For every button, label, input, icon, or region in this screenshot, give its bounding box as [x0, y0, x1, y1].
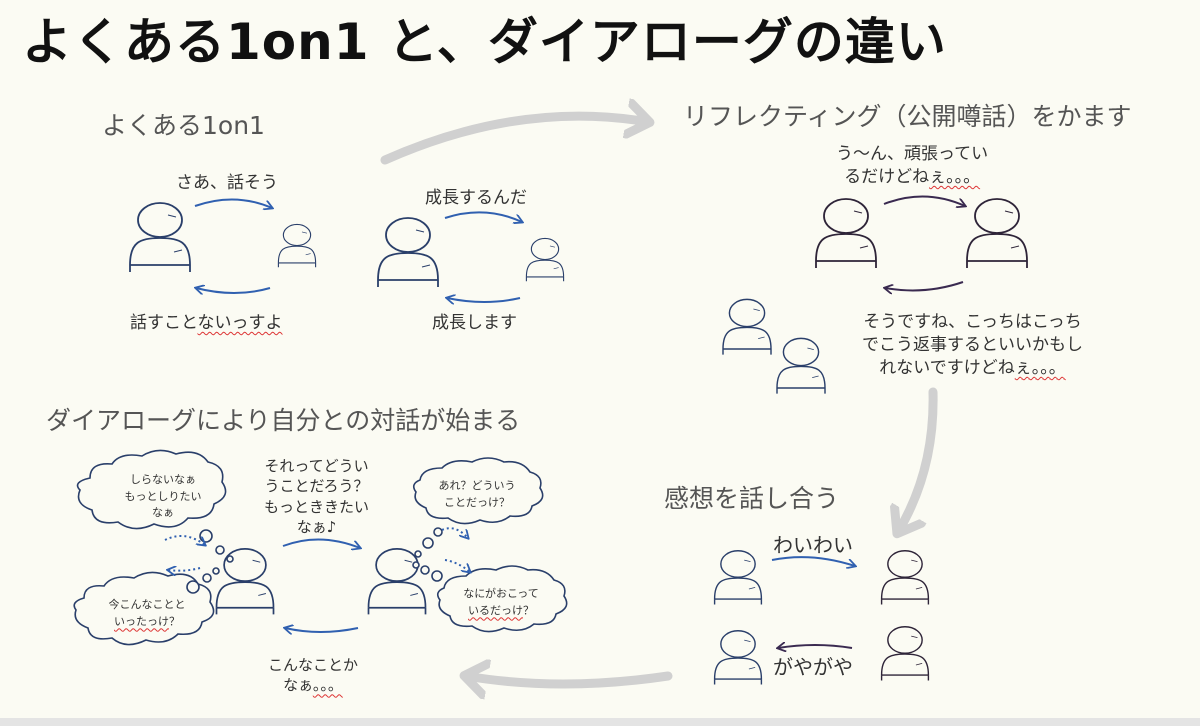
page-title: よくある1on1 と、ダイアローグの違い [22, 13, 947, 71]
dotted-arrow-2 [168, 568, 201, 571]
person-impress-3 [713, 630, 763, 686]
person-reflect-right [966, 198, 1028, 269]
person-listener-2 [776, 337, 826, 395]
person-boss-2 [377, 217, 439, 288]
person-member-2 [525, 237, 565, 282]
person-reflect-left [815, 198, 877, 269]
person-impress-4 [880, 626, 930, 682]
thought-cloud-4 [436, 565, 568, 633]
arrow-gayagaya [778, 645, 853, 648]
flow-arrow-bottom [466, 676, 673, 684]
thought-cloud-2 [73, 571, 215, 646]
section-impressions: 感想を話し合う [664, 484, 840, 513]
arrow-reflect-top [883, 195, 965, 206]
label-reflect-comment: う〜ん、頑張ってい るだけどねぇ。。。 [836, 144, 989, 187]
flow-arrow-top [380, 116, 648, 165]
section-reflecting: リフレクティング（公開噂話）をかます [683, 102, 1132, 131]
bottom-bar [0, 718, 1200, 726]
dotted-arrow-1 [164, 535, 205, 545]
person-boss-1 [129, 202, 191, 273]
label-dialogue-center: それってどうい うことだろう？ もっとききたい なぁ♪ [264, 457, 370, 536]
section-dialogue: ダイアローグにより自分との対話が始まる [46, 406, 521, 435]
label-grow-up: 成長するんだ [425, 188, 527, 208]
person-dialogue-left [215, 547, 275, 616]
label-nothing-to-say: 話すことないっすよ [130, 313, 283, 333]
label-lets-talk: さあ、話そう [176, 173, 278, 193]
arrow-dialogue-bottom [285, 628, 359, 632]
person-impress-1 [713, 550, 763, 606]
thought-cloud-1 [76, 449, 227, 530]
cloud-text-2: 今こんなことと いったっけ？ [108, 598, 186, 628]
label-gayagaya: がやがや [773, 655, 853, 679]
arrow-lets-talk [194, 198, 272, 208]
label-dialogue-bottom: こんなことか なぁ。。。 [268, 656, 359, 695]
person-impress-2 [880, 550, 930, 606]
arrow-will-grow [447, 298, 521, 302]
section-typical-1on1: よくある1on1 [102, 111, 265, 140]
person-listener-1 [722, 298, 772, 356]
arrow-nothing-to-say [196, 288, 271, 293]
arrow-waiwai [771, 556, 855, 566]
person-dialogue-right [367, 547, 427, 616]
dotted-arrow-3 [441, 527, 468, 538]
person-member-1 [277, 223, 317, 268]
cloud-text-4: なにがおこって いるだっけ？ [463, 587, 539, 617]
flow-arrow-right [898, 387, 938, 532]
cloud-text-1: しらないなぁ もっとしりたい なぁ [124, 473, 202, 519]
arrow-dialogue-top [282, 538, 360, 548]
arrow-reflect-bottom [885, 281, 964, 290]
arrow-grow-up [444, 211, 522, 222]
cloud-text-3: あれ？どういう ことだっけ？ [438, 479, 516, 509]
thought-cloud-3 [412, 457, 544, 525]
label-will-grow: 成長します [432, 313, 517, 333]
label-reflect-reply: そうですね、こっちはこっち でこう返事するといいかもし れないですけどねぇ。。。 [862, 312, 1083, 378]
dotted-arrow-4 [444, 559, 470, 572]
label-waiwai: わいわい [773, 533, 853, 557]
